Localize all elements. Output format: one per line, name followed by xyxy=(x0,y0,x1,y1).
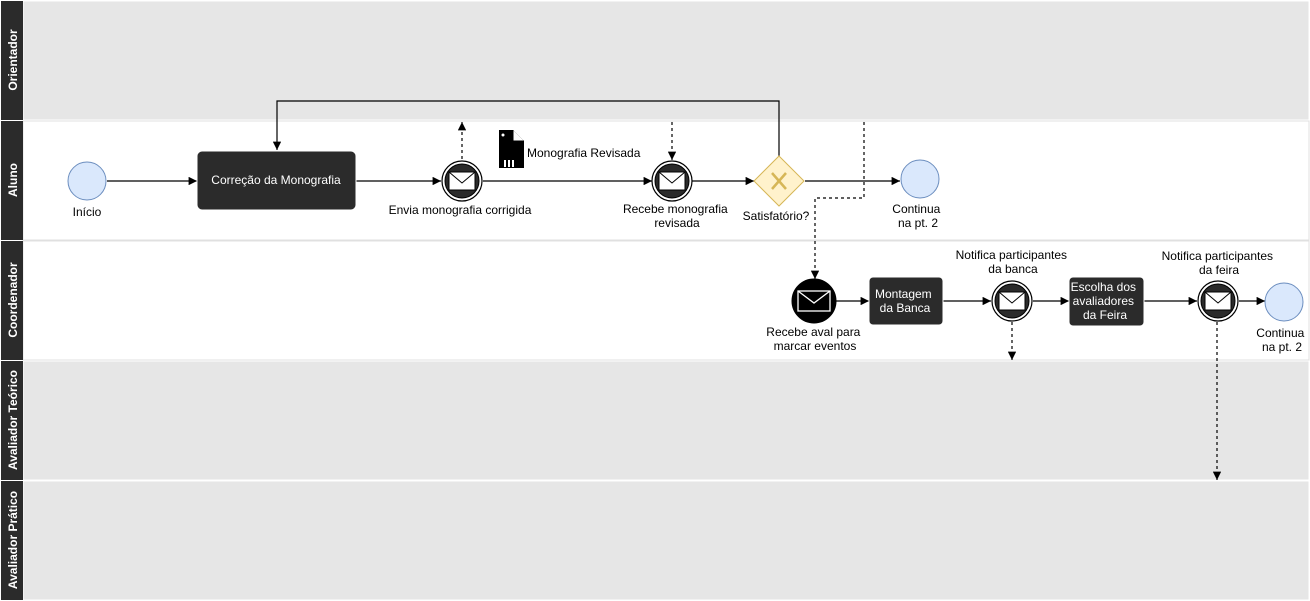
lane-avaliador-teorico: Avaliador Teórico xyxy=(1,360,1310,481)
continua-aluno-label: Continua na pt. 2 xyxy=(892,202,943,230)
notifica-feira-label: Notifica participantes da feira xyxy=(1162,249,1277,277)
lane-label-aluno: Aluno xyxy=(6,163,20,197)
lane-orientador: Orientador xyxy=(1,0,1310,121)
msg-to-recebe-aval xyxy=(810,122,865,279)
task-montagem-label: Montagem da Banca xyxy=(875,287,935,315)
start-event-inicio[interactable]: Início xyxy=(67,161,107,219)
message-event-notifica-feira[interactable]: Notifica participantes da feira xyxy=(1162,249,1277,322)
message-event-recebe-aval[interactable]: Recebe aval para marcar eventos xyxy=(766,278,863,353)
inicio-label: Início xyxy=(73,205,102,219)
end-event-continua-aluno[interactable]: Continua na pt. 2 xyxy=(892,159,943,230)
data-object-label: Monografia Revisada xyxy=(527,146,641,160)
lane-label-orientador: Orientador xyxy=(6,29,20,91)
envia-label: Envia monografia corrigida xyxy=(389,203,532,217)
message-event-notifica-banca[interactable]: Notifica participantes da banca xyxy=(956,248,1071,322)
recebe-aval-label: Recebe aval para marcar eventos xyxy=(766,325,863,353)
end-event-continua-coordenador[interactable]: Continua na pt. 2 xyxy=(1256,282,1307,354)
envelope-icon xyxy=(448,171,476,191)
sequence-flows xyxy=(107,100,1265,306)
data-object-monografia-revisada[interactable]: Monografia Revisada xyxy=(499,130,641,168)
lane-avaliador-pratico: Avaliador Prático xyxy=(1,480,1310,601)
lane-label-coordenador: Coordenador xyxy=(6,262,20,338)
task-correcao[interactable]: Correção da Monografia xyxy=(196,150,357,211)
envelope-icon xyxy=(1204,291,1232,311)
task-escolha-label: Escolha dos avaliadores da Feira xyxy=(1071,280,1140,322)
notifica-banca-label: Notifica participantes da banca xyxy=(956,248,1071,276)
document-icon xyxy=(499,130,524,168)
gateway-label: Satisfatório? xyxy=(743,209,810,223)
gateway-satisfatorio[interactable]: Satisfatório? xyxy=(743,155,810,223)
envelope-icon xyxy=(658,171,686,191)
task-montagem[interactable]: Montagem da Banca xyxy=(868,276,944,326)
lane-label-avaliador-pratico: Avaliador Prático xyxy=(6,491,20,589)
lane-label-avaliador-teorico: Avaliador Teórico xyxy=(6,370,20,470)
envelope-icon xyxy=(797,290,831,312)
flow-gateway-loop-back xyxy=(272,100,780,156)
message-event-recebe-revisada[interactable]: Recebe monografia revisada xyxy=(623,160,731,230)
message-flows xyxy=(457,122,1222,480)
envelope-icon xyxy=(998,291,1026,311)
message-event-envia[interactable]: Envia monografia corrigida xyxy=(389,160,532,217)
exclusive-x-icon xyxy=(771,172,787,190)
recebe-revisada-label: Recebe monografia revisada xyxy=(623,202,731,230)
task-correcao-label: Correção da Monografia xyxy=(211,173,341,187)
task-escolha[interactable]: Escolha dos avaliadores da Feira xyxy=(1068,276,1145,327)
continua-coordenador-label: Continua na pt. 2 xyxy=(1256,326,1307,354)
